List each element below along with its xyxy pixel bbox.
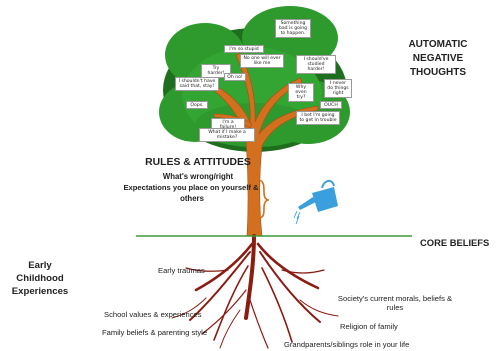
root-label-family-beliefs: Family beliefs & parenting style (102, 328, 208, 337)
thought-note: I bet I'm going to get in trouble (296, 111, 340, 125)
rules-bracket (257, 179, 270, 219)
thought-note: I shouldn't have said that, stay! (175, 77, 219, 91)
root-label-society: Society's current morals, beliefs & rule… (330, 294, 460, 312)
thought-note: Why even try? (288, 83, 314, 103)
thought-note: No one will ever like me (240, 54, 284, 68)
watering-can-icon (293, 180, 338, 225)
thought-note: Something bad is going to happen. (275, 19, 311, 39)
thought-note: I'm so stupid (224, 45, 264, 54)
heading-line: AUTOMATIC (408, 39, 468, 50)
root-label-line: rules (386, 303, 404, 312)
automatic-thoughts-heading: AUTOMATIC NEGATIVE THOUGHTS (394, 38, 482, 80)
heading-line: NEGATIVE (412, 53, 464, 64)
rules-attitudes-title: RULES & ATTITUDES (145, 157, 251, 168)
heading-line: THOUGHTS (409, 67, 467, 78)
core-beliefs-heading: CORE BELIEFS (420, 237, 490, 248)
rules-line: What's wrong/right (162, 172, 234, 181)
root-label-grandparents: Grandparents/siblings role in your life (284, 340, 410, 349)
rules-line: Expectations you place on yourself & (123, 183, 259, 192)
root-label-religion: Religion of family (340, 322, 398, 331)
heading-line: Childhood (16, 273, 64, 284)
thought-note: I never do things right (324, 79, 352, 99)
root-label-line: Society's current morals, beliefs & (337, 294, 453, 303)
thought-note: Oops. (186, 101, 208, 110)
thought-note: What if I make a mistake? (199, 128, 255, 142)
root-label-school-values: School values & experiences (104, 310, 202, 319)
thought-note: OUCH (320, 101, 342, 110)
thought-note: I should've studied harder! (296, 55, 336, 75)
heading-line: Experiences (11, 286, 69, 297)
early-childhood-heading: Early Childhood Experiences (4, 259, 76, 298)
root-label-early-traumas: Early traumas (158, 266, 205, 275)
tree-roots (171, 234, 339, 349)
rules-line: others (180, 194, 204, 203)
heading-line: Early (28, 260, 52, 271)
thought-note: Oh no! (224, 73, 246, 82)
